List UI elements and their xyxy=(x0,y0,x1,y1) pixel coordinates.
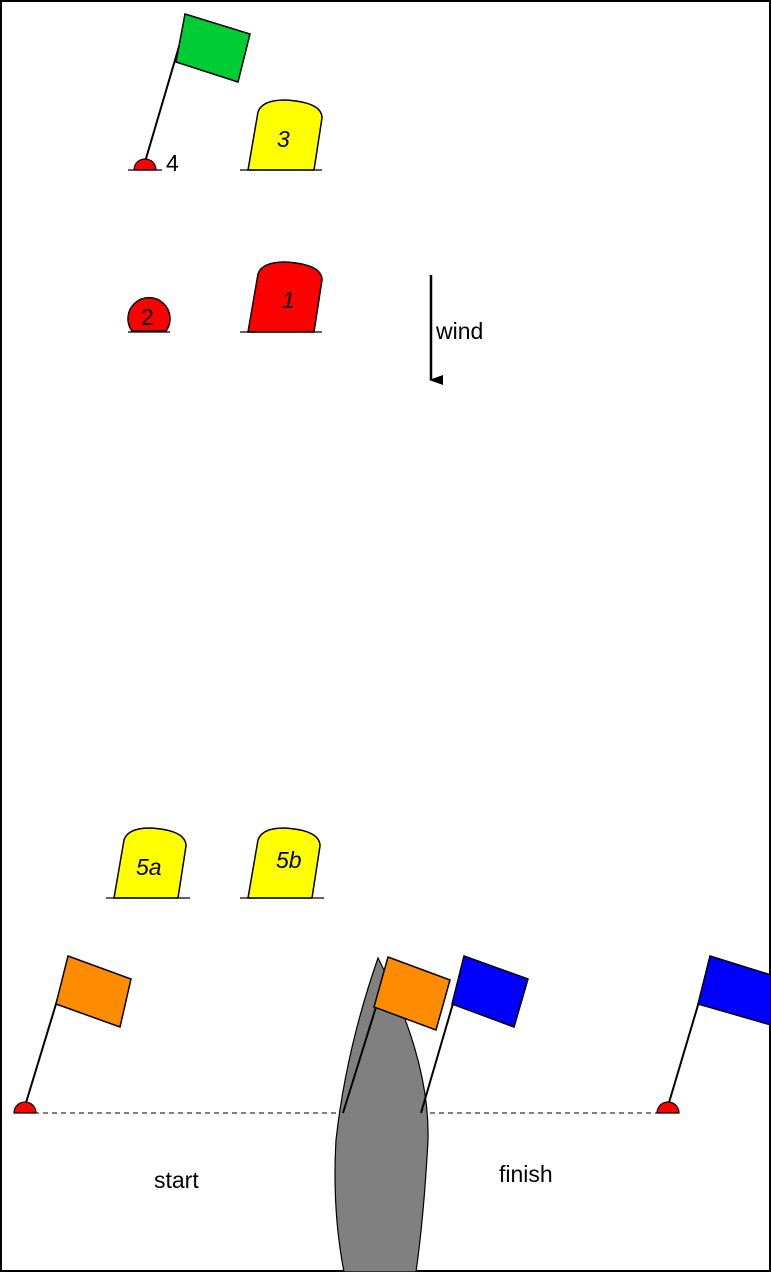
mark-3-label: 3 xyxy=(277,126,290,152)
mark-5b-suffix: b xyxy=(289,847,302,873)
start-label: start xyxy=(154,1167,199,1193)
mark-1-label: 1 xyxy=(282,287,295,313)
finish-label: finish xyxy=(499,1161,553,1187)
mark-5b-number: 5 xyxy=(276,847,289,873)
mark-2: 2 xyxy=(128,298,170,332)
mark-5b-label: 5b xyxy=(276,847,302,873)
mark-5a-suffix: a xyxy=(149,854,162,880)
wind-label: wind xyxy=(435,318,483,344)
mark-5a-label: 5a xyxy=(136,854,162,880)
mark-2-label: 2 xyxy=(141,304,154,330)
mark-4-label: 4 xyxy=(166,150,179,176)
mark-5a-number: 5 xyxy=(136,854,149,880)
